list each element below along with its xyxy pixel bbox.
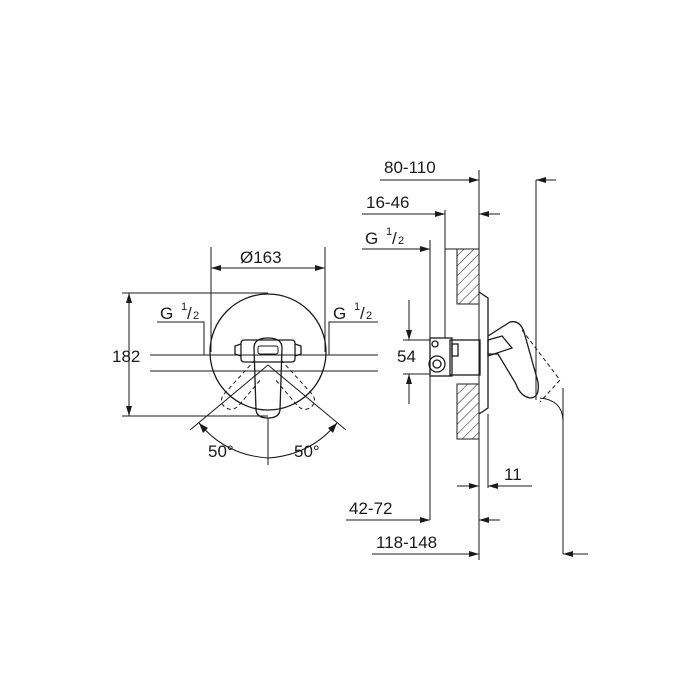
dim-11-arrow-left — [469, 483, 479, 489]
dim-118-148-label: 118-148 — [376, 533, 437, 552]
dim-118-148-arrow — [469, 551, 479, 557]
thread-right-den: 2 — [366, 310, 372, 322]
lever-swing-right — [273, 359, 316, 410]
thread-right-slash: / — [360, 304, 365, 323]
dim-54-arrow-top — [406, 330, 412, 340]
height-arrow-top — [126, 293, 132, 303]
side-thread-base: G — [365, 229, 378, 248]
dim-11-arrow-right — [488, 483, 498, 489]
side-view: 80-110 16-46 G 1 / 2 54 11 42-72 — [346, 158, 588, 560]
dim-80-110-arrow — [469, 177, 479, 183]
dim-80-110-label: 80-110 — [384, 158, 436, 177]
lever-swing-left — [220, 359, 263, 410]
side-handle-profile — [487, 321, 539, 399]
wall-section-lower — [456, 383, 480, 440]
angle-arrow-right — [328, 423, 337, 433]
side-pipe-inner — [432, 359, 442, 369]
diameter-label: Ø163 — [240, 248, 282, 267]
side-valve-body — [449, 339, 481, 376]
dim-42-72-arrow — [420, 517, 430, 523]
valve-body — [240, 339, 296, 363]
dim-80-110-arrow-right — [536, 177, 546, 183]
dim-16-46-label: 16-46 — [366, 193, 409, 212]
angle-ray-left — [189, 364, 269, 431]
height-arrow-bottom — [126, 406, 132, 416]
lever-cap — [257, 345, 279, 355]
dim-54-arrow-bottom — [406, 374, 412, 384]
side-valve-nut — [451, 343, 459, 357]
side-port-top — [431, 340, 439, 348]
wall-section-upper — [456, 248, 480, 305]
side-handle-dash — [521, 329, 561, 403]
lever-handle — [253, 337, 283, 419]
dim-118-148-arrow-right — [563, 551, 573, 557]
thread-right-num: 1 — [354, 301, 360, 313]
angle-left-label: 50° — [208, 442, 234, 461]
side-thread-num: 1 — [386, 226, 392, 238]
dim-42-72-label: 42-72 — [349, 499, 392, 518]
dim-11-label: 11 — [504, 465, 522, 484]
angle-arrow-left — [199, 423, 208, 433]
thread-leader-left — [157, 321, 205, 355]
thread-left-base: G — [160, 304, 173, 323]
diameter-arrow-right — [315, 265, 325, 271]
side-thread-arrow — [420, 246, 430, 252]
cover-plate-outline — [209, 293, 327, 411]
side-thread-den: 2 — [398, 235, 404, 247]
dim-42-72-arrow-right — [479, 517, 489, 523]
thread-right-base: G — [333, 304, 346, 323]
valve-eccentric-right — [294, 343, 302, 357]
dim-16-46-arrow — [435, 211, 445, 217]
thread-left-den: 2 — [193, 310, 199, 322]
side-pipe-outer — [428, 355, 446, 373]
angle-right-label: 50° — [294, 442, 320, 461]
diameter-arrow-left — [211, 265, 221, 271]
dim-54-label: 54 — [397, 347, 416, 366]
thread-left-num: 1 — [181, 301, 187, 313]
front-view: Ø163 182 G 1 / 2 G 1 / 2 50° 50° — [112, 247, 378, 465]
angle-ray-right — [267, 364, 347, 431]
valve-eccentric-left — [234, 343, 242, 357]
height-label: 182 — [112, 347, 140, 366]
thread-left-slash: / — [187, 304, 192, 323]
side-ext-lever-curve — [539, 397, 564, 421]
side-handle-hub — [487, 335, 514, 357]
side-thread-slash: / — [392, 229, 397, 248]
thread-leader-right — [328, 321, 378, 355]
dim-16-46-arrow-right — [479, 211, 489, 217]
